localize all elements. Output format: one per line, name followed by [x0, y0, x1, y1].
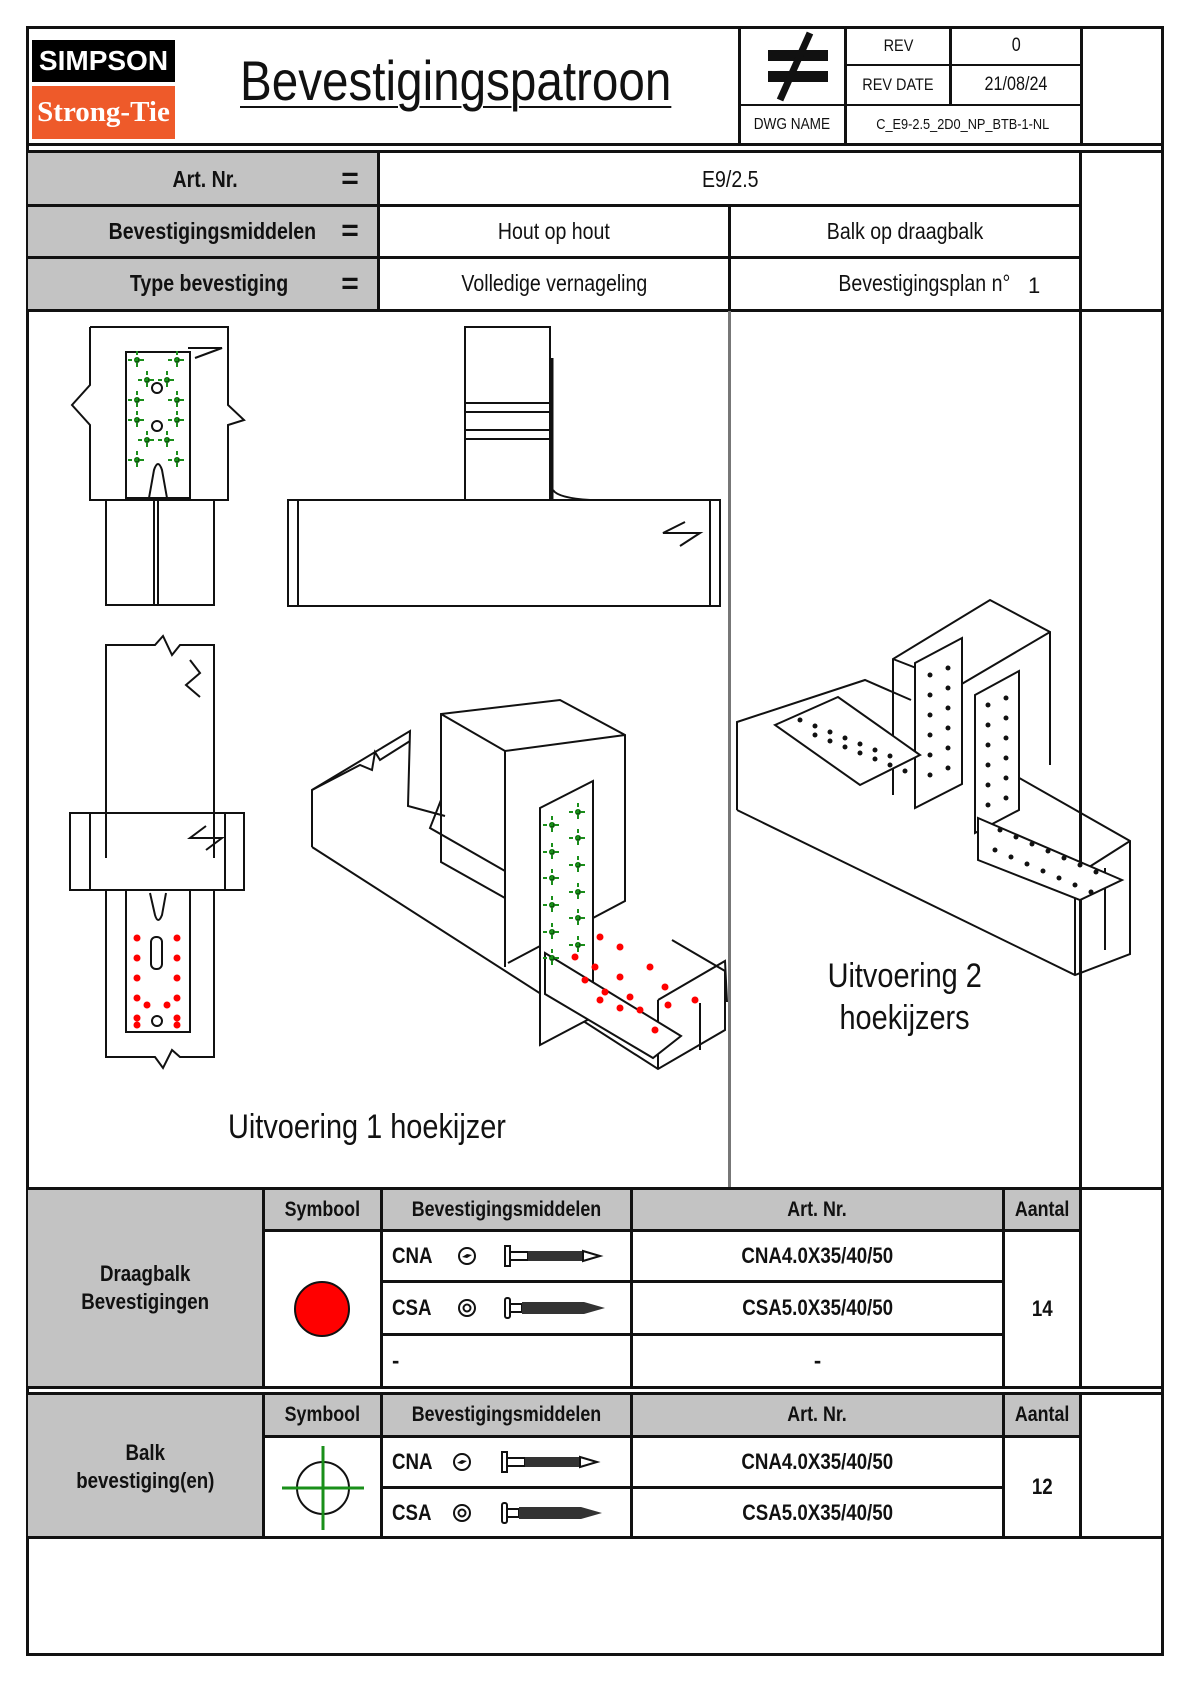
t2-header-art: Art. Nr.: [633, 1395, 1002, 1435]
t1-header-art: Art. Nr.: [633, 1190, 1002, 1230]
t2-v3: [630, 1395, 633, 1538]
t1-row1-art: CNA4.0X35/40/50: [741, 1243, 894, 1268]
type-value: Volledige vernageling: [461, 270, 647, 296]
t2-v2: [380, 1395, 383, 1538]
cna-nail-icon: [503, 1244, 604, 1268]
info-row-line-3: [26, 309, 1164, 312]
info-col-divider: [377, 153, 380, 310]
art-nr-value: E9/2.5: [701, 165, 759, 192]
t1-row2-type: CSA: [392, 1295, 432, 1320]
table2-group-label: Balk bevestiging(en): [28, 1395, 262, 1538]
t1-hline-2: [380, 1333, 1005, 1336]
dwg-name-label: DWG NAME: [753, 115, 831, 133]
t1-hline-head: [262, 1229, 1082, 1232]
info-row-line-1: [26, 204, 1082, 207]
symbol-box-divider: [844, 26, 847, 144]
cna-nail-icon-2: [500, 1450, 601, 1474]
header-bottom-line-2: [26, 150, 1164, 153]
rev-value: 0: [1011, 35, 1021, 56]
red-dot-symbol: [294, 1281, 350, 1337]
t1-aantal: 14: [1031, 1296, 1053, 1321]
middelen-value-1: Hout op hout: [498, 217, 610, 244]
green-crosshair-symbol: [280, 1446, 370, 1530]
logo-simpson: SIMPSON: [32, 40, 175, 82]
t2-header-middelen: Bevestigingsmiddelen: [383, 1395, 630, 1435]
t2-hline-head: [262, 1435, 1082, 1438]
t1-v3: [630, 1190, 633, 1386]
t1-header-symbool: Symbool: [265, 1190, 380, 1230]
table2-top-line: [26, 1386, 1164, 1389]
t2-aantal: 12: [1031, 1474, 1053, 1499]
art-nr-label: Art. Nr.: [172, 166, 238, 192]
table1-group-label: Draagbalk Bevestigingen: [28, 1190, 262, 1386]
dwg-name-value: C_E9-2.5_2D0_NP_BTB-1-NL: [876, 116, 1050, 133]
t1-v1: [262, 1190, 265, 1386]
csa-head-icon-2: [452, 1503, 472, 1523]
t1-row1-type: CNA: [392, 1243, 433, 1268]
logo: SIMPSON Strong-Tie: [32, 40, 175, 139]
cna-head-icon-2: [452, 1452, 472, 1472]
rev-label: REV: [883, 36, 913, 55]
t1-v5: [1079, 1190, 1082, 1386]
info-mid-divider: [728, 206, 731, 310]
table2-top-line-2: [26, 1392, 1164, 1395]
t2-v5: [1079, 1395, 1082, 1538]
dwg-line: [740, 104, 1082, 106]
rev-date-value: 21/08/24: [984, 74, 1048, 95]
t1-row3-type: -: [392, 1348, 400, 1373]
t2-header-symbool: Symbool: [265, 1395, 380, 1435]
plan-number: 1: [1028, 273, 1041, 298]
table2-bottom-line: [26, 1536, 1164, 1539]
csa-screw-icon: [503, 1296, 607, 1320]
header-divider: [738, 26, 741, 144]
t1-hline-1: [380, 1280, 1005, 1283]
info-row-line-2: [26, 256, 1082, 259]
t1-row2-art: CSA5.0X35/40/50: [742, 1295, 893, 1320]
t2-v1: [262, 1395, 265, 1538]
t2-row1-art: CNA4.0X35/40/50: [741, 1449, 894, 1474]
caption-2: Uitvoering 2 hoekijzers: [827, 957, 983, 1037]
middelen-label: Bevestigingsmiddelen: [108, 218, 316, 244]
t1-header-middelen: Bevestigingsmiddelen: [383, 1190, 630, 1230]
info-label-column: [28, 153, 378, 310]
page-title: Bevestigingspatroon: [240, 49, 672, 112]
t2-row2-type: CSA: [392, 1500, 432, 1525]
type-label: Type bevestiging: [129, 270, 288, 296]
caption-1: Uitvoering 1 hoekijzer: [228, 1108, 506, 1146]
info-right-edge: [1079, 153, 1082, 310]
t2-row2-art: CSA5.0X35/40/50: [742, 1499, 893, 1525]
not-equal-icon: [740, 28, 845, 104]
t1-v2: [380, 1190, 383, 1386]
drawing-divider: [728, 311, 731, 1189]
logo-strong-tie: Strong-Tie: [32, 86, 175, 139]
page-frame: [26, 26, 1164, 1656]
t2-hline-1: [380, 1486, 1005, 1489]
t1-header-aantal: Aantal: [1005, 1190, 1079, 1230]
table1-top-line: [26, 1187, 1164, 1190]
plan-label: Bevestigingsplan n°: [838, 270, 1010, 296]
header-bottom-line: [26, 143, 1164, 146]
equals-sign-2: =: [341, 214, 359, 247]
cna-head-icon: [457, 1246, 477, 1266]
drawing-area-right-edge: [1079, 311, 1082, 1189]
csa-screw-icon-2: [500, 1501, 604, 1525]
t1-row3-art: -: [813, 1348, 822, 1373]
t1-v4: [1002, 1190, 1005, 1386]
equals-sign-3: =: [341, 266, 359, 300]
middelen-value-2: Balk op draagbalk: [826, 217, 984, 244]
rev-line: [846, 64, 1082, 66]
csa-head-icon: [457, 1298, 477, 1318]
t2-v4: [1002, 1395, 1005, 1538]
rev-date-label: REV DATE: [862, 75, 934, 94]
t2-row1-type: CNA: [392, 1449, 433, 1474]
header-right-edge: [1080, 26, 1083, 144]
t2-header-aantal: Aantal: [1005, 1395, 1079, 1435]
equals-sign-1: =: [341, 162, 359, 195]
